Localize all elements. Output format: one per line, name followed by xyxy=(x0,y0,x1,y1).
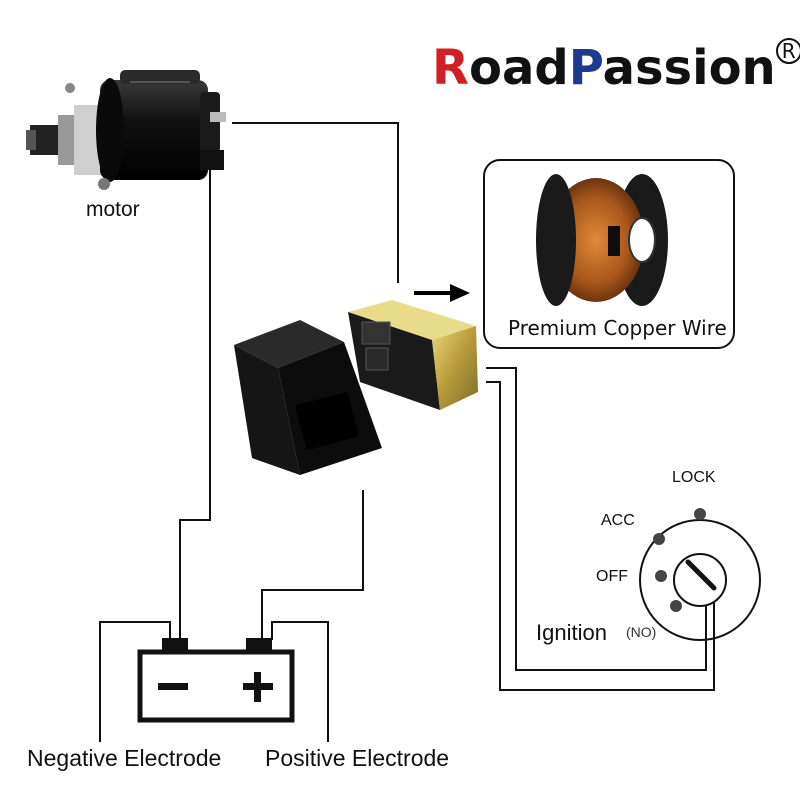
ignition-sub-label: (NO) xyxy=(626,624,657,640)
positive-electrode-label: Positive Electrode xyxy=(265,745,450,771)
negative-electrode-label: Negative Electrode xyxy=(27,745,222,771)
wires xyxy=(99,122,715,742)
brand-second-rest: assion xyxy=(602,40,776,96)
motor-label: motor xyxy=(86,198,140,221)
registered-mark: R xyxy=(775,38,800,64)
brand-logo: RoadPassion R xyxy=(432,38,800,96)
brand-second-capital: P xyxy=(568,40,603,96)
ignition-lock-label: LOCK xyxy=(672,469,716,486)
wire-motor-to-relay xyxy=(232,122,399,283)
wire-relay-to-ignition-1 xyxy=(486,367,707,671)
wire-motor-to-negative xyxy=(179,160,211,640)
relay-image xyxy=(234,300,478,475)
starter-motor-image xyxy=(26,70,226,190)
ignition-switch xyxy=(639,508,761,641)
copper-wire-panel xyxy=(483,159,735,349)
wire-negative-outer xyxy=(99,621,171,742)
ignition-acc-label: ACC xyxy=(601,512,635,529)
brand-first-rest: oad xyxy=(468,40,569,96)
battery-signs xyxy=(158,672,273,702)
wire-positive-outer xyxy=(271,621,329,742)
copper-wire-label: Premium Copper Wire xyxy=(508,316,727,340)
arrow xyxy=(414,284,470,302)
ignition-off-label: OFF xyxy=(596,568,628,585)
ignition-label: Ignition xyxy=(536,620,607,645)
battery-symbol xyxy=(137,638,295,723)
brand-first-capital: R xyxy=(432,40,469,96)
wire-relay-to-ignition-2 xyxy=(486,381,715,691)
wire-relay-to-positive xyxy=(261,490,364,640)
